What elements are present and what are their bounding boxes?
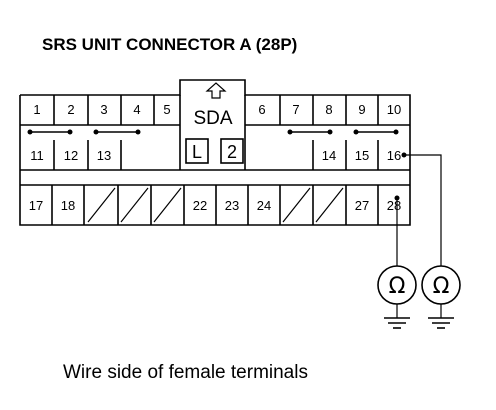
pin-label: 15 [355, 148, 369, 163]
pin-label: 22 [193, 198, 207, 213]
lock-label-l: L [192, 142, 202, 162]
pin-label: 11 [30, 148, 44, 163]
test-wiring [394, 152, 442, 266]
pin-label: 2 [67, 102, 74, 117]
ohm-symbol: Ω [433, 274, 450, 299]
pin-label: 18 [61, 198, 75, 213]
lock-box-right [220, 138, 244, 164]
pin-labels: 1 2 3 4 5 6 7 8 9 10 11 12 13 14 15 16 1… [29, 102, 401, 213]
pin-label: 14 [322, 148, 336, 163]
diagram-caption: Wire side of female terminals [63, 362, 308, 383]
ohmmeter-1: Ω [377, 265, 417, 329]
ohmmeter-2: Ω [421, 265, 461, 329]
connector-body [19, 79, 411, 226]
lock-label-2: 2 [227, 142, 237, 162]
pin-label: 4 [133, 102, 140, 117]
pin-label: 16 [387, 148, 401, 163]
up-arrow-icon [205, 82, 227, 99]
connector-key: SDA L 2 [185, 82, 244, 164]
pin-label: 13 [97, 148, 111, 163]
lock-box-left [185, 138, 209, 164]
ohm-symbol: Ω [389, 274, 406, 299]
pin-label: 1 [33, 102, 40, 117]
pin-label: 8 [325, 102, 332, 117]
pin-label: 7 [292, 102, 299, 117]
diagram-title: SRS UNIT CONNECTOR A (28P) [42, 35, 297, 54]
key-label: SDA [193, 108, 232, 129]
pin-label: 6 [258, 102, 265, 117]
pin-label: 28 [387, 198, 401, 213]
pin-label: 23 [225, 198, 239, 213]
pin-label: 9 [358, 102, 365, 117]
pin-label: 10 [387, 102, 401, 117]
pin-label: 12 [64, 148, 78, 163]
pin-label: 5 [163, 102, 170, 117]
pin-label: 17 [29, 198, 43, 213]
pin-label: 27 [355, 198, 369, 213]
pin-label: 3 [100, 102, 107, 117]
pin-label: 24 [257, 198, 271, 213]
shorting-bars [27, 129, 399, 135]
